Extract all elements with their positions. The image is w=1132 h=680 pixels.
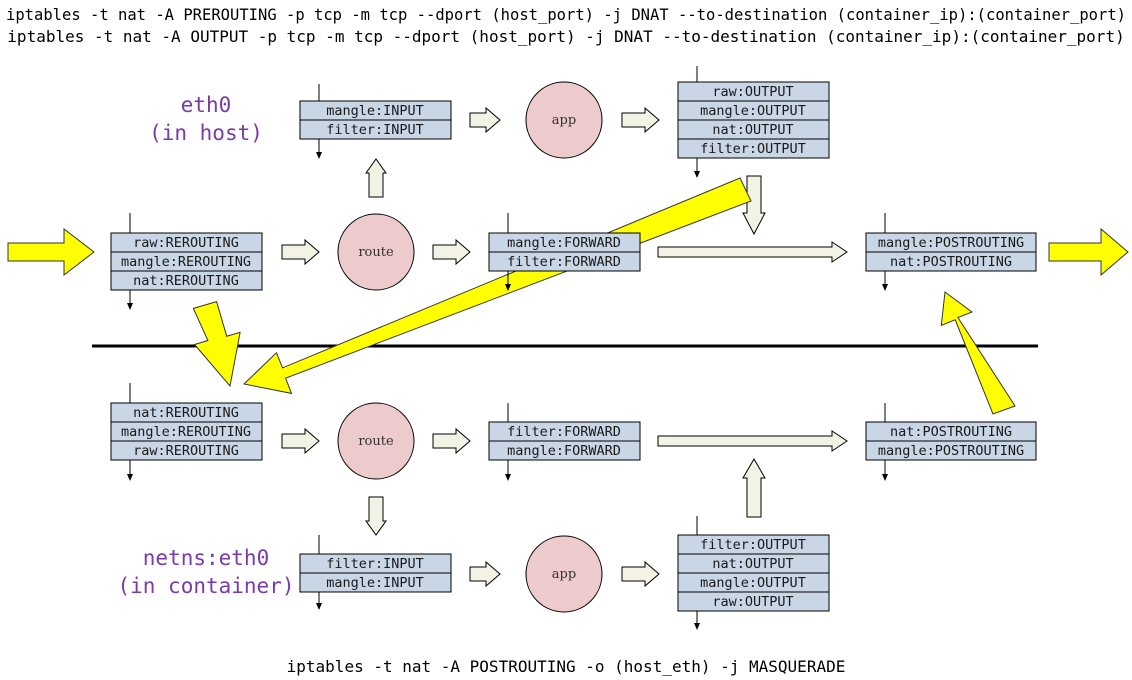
chain-entry: raw:OUTPUT bbox=[712, 84, 793, 100]
arrow-right-icon bbox=[281, 238, 320, 266]
chain-entry: mangle:POSTROUTING bbox=[878, 235, 1024, 251]
chain-entry: nat:POSTROUTING bbox=[890, 254, 1012, 270]
container-to-postrouting-arrow-icon bbox=[940, 291, 1016, 415]
arrow-right-icon bbox=[621, 560, 660, 588]
chain-entry: nat:OUTPUT bbox=[712, 556, 793, 572]
chain-entry: nat:POSTROUTING bbox=[890, 424, 1012, 440]
chain-entry: nat:REROUTING bbox=[133, 405, 239, 421]
arrow-right-long-icon bbox=[657, 241, 848, 263]
chain-entry: raw:REROUTING bbox=[133, 235, 239, 251]
chain-entry: mangle:FORWARD bbox=[507, 235, 621, 251]
host-app-label: app bbox=[552, 113, 576, 128]
container-interface-note: (in container) bbox=[117, 574, 294, 598]
host-postrouting-table: mangle:POSTROUTING nat:POSTROUTING bbox=[865, 213, 1037, 291]
host-interface-name: eth0 bbox=[181, 93, 232, 117]
container-postrouting-table: nat:POSTROUTING mangle:POSTROUTING bbox=[865, 403, 1037, 481]
chain-entry: filter:OUTPUT bbox=[700, 537, 806, 553]
host-input-table: mangle:INPUT filter:INPUT bbox=[299, 84, 452, 159]
host-route-label: route bbox=[358, 245, 394, 260]
host-app-node: app bbox=[525, 81, 603, 159]
chain-entry: mangle:OUTPUT bbox=[700, 103, 806, 119]
container-interface-name: netns:eth0 bbox=[143, 546, 269, 570]
arrow-right-icon bbox=[281, 427, 320, 455]
container-input-table: filter:INPUT mangle:INPUT bbox=[299, 535, 452, 610]
host-interface-note: (in host) bbox=[149, 121, 263, 145]
chain-entry: mangle:REROUTING bbox=[121, 424, 251, 440]
dnat-output-command: iptables -t nat -A OUTPUT -p tcp -m tcp … bbox=[7, 27, 1124, 46]
chain-entry: nat:REROUTING bbox=[133, 273, 239, 289]
arrow-right-long-icon bbox=[657, 430, 848, 452]
container-route-node: route bbox=[337, 402, 415, 480]
chain-entry: mangle:OUTPUT bbox=[700, 575, 806, 591]
chain-entry: filter:OUTPUT bbox=[700, 141, 806, 157]
container-output-table: filter:OUTPUT nat:OUTPUT mangle:OUTPUT r… bbox=[677, 516, 830, 630]
container-small-arrows bbox=[281, 427, 848, 588]
arrow-up-icon bbox=[742, 458, 766, 518]
host-to-container-arrow-icon bbox=[192, 300, 241, 388]
arrow-right-icon bbox=[469, 560, 501, 588]
arrow-right-icon bbox=[432, 238, 471, 266]
container-app-label: app bbox=[552, 567, 576, 582]
container-forward-table: filter:FORWARD mangle:FORWARD bbox=[488, 403, 641, 481]
arrow-down-icon bbox=[742, 175, 766, 236]
chain-entry: mangle:INPUT bbox=[326, 103, 424, 119]
host-small-arrows bbox=[281, 106, 848, 266]
host-forward-table: mangle:FORWARD filter:FORWARD bbox=[488, 213, 641, 291]
arrow-right-icon bbox=[432, 427, 471, 455]
arrow-down-icon bbox=[365, 496, 387, 536]
container-route-label: route bbox=[358, 434, 394, 449]
egress-arrow-icon bbox=[1048, 227, 1129, 277]
arrow-up-icon bbox=[365, 158, 387, 198]
chain-entry: filter:INPUT bbox=[326, 556, 424, 572]
container-app-node: app bbox=[525, 535, 603, 613]
chain-entry: mangle:POSTROUTING bbox=[878, 443, 1024, 459]
chain-entry: nat:OUTPUT bbox=[712, 122, 793, 138]
chain-entry: raw:OUTPUT bbox=[712, 594, 793, 610]
packet-flow-arrows bbox=[7, 177, 1129, 415]
chain-entry: mangle:FORWARD bbox=[507, 443, 621, 459]
masquerade-command: iptables -t nat -A POSTROUTING -o (host_… bbox=[287, 657, 846, 676]
dnat-prerouting-command: iptables -t nat -A PREROUTING -p tcp -m … bbox=[6, 5, 1126, 24]
host-output-table: raw:OUTPUT mangle:OUTPUT nat:OUTPUT filt… bbox=[677, 66, 830, 178]
arrow-right-icon bbox=[621, 106, 660, 134]
chain-entry: filter:FORWARD bbox=[507, 424, 621, 440]
chain-entry: raw:REROUTING bbox=[133, 443, 239, 459]
ingress-arrow-icon bbox=[7, 227, 95, 277]
forward-to-container-arrow-icon bbox=[242, 177, 752, 395]
chain-entry: mangle:REROUTING bbox=[121, 254, 251, 270]
chain-entry: filter:INPUT bbox=[326, 122, 424, 138]
host-prerouting-table: raw:REROUTING mangle:REROUTING nat:REROU… bbox=[110, 213, 263, 310]
chain-entry: mangle:INPUT bbox=[326, 575, 424, 591]
chain-entry: filter:FORWARD bbox=[507, 254, 621, 270]
host-route-node: route bbox=[337, 213, 415, 291]
container-prerouting-table: nat:REROUTING mangle:REROUTING raw:REROU… bbox=[110, 383, 263, 481]
arrow-right-icon bbox=[469, 106, 501, 134]
